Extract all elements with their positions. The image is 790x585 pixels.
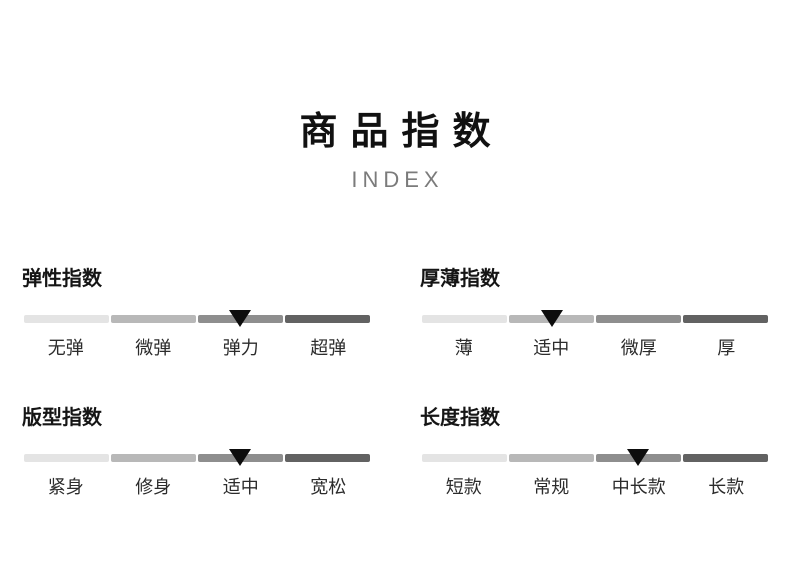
level-label-1: 短款 <box>445 477 482 497</box>
header: 商品指数 INDEX <box>0 0 790 192</box>
level-label-2: 适中 <box>533 338 570 358</box>
level-label-3: 适中 <box>222 477 259 497</box>
level-label-1: 无弹 <box>47 338 84 358</box>
selected-level-triangle-icon <box>229 449 252 466</box>
level-label-1: 紧身 <box>47 477 84 497</box>
page-title: 商品指数 <box>299 111 504 153</box>
level-label-4: 超弹 <box>310 338 347 358</box>
selected-level-triangle-icon <box>540 310 563 327</box>
level-labels: 紧身 修身 适中 宽松 <box>22 476 372 498</box>
index-section: 长度指数 短款 常规 中长款 长款 <box>420 407 770 498</box>
level-label-4: 厚 <box>717 338 736 358</box>
index-section: 版型指数 紧身 修身 适中 宽松 <box>22 407 372 498</box>
index-section-title: 厚薄指数 <box>420 268 500 290</box>
bar-segment-2 <box>111 454 196 462</box>
level-labels: 无弹 微弹 弹力 超弹 <box>22 337 372 359</box>
bar-segment-1 <box>422 315 507 323</box>
index-grid: 弹性指数 无弹 微弹 弹力 超弹 厚薄指数 薄 适中 微厚 厚 <box>0 268 790 498</box>
level-label-2: 微弹 <box>135 338 172 358</box>
bar-segment-1 <box>422 454 507 462</box>
level-label-2: 常规 <box>533 477 570 497</box>
bar-segment-4 <box>683 454 768 462</box>
selected-level-triangle-icon <box>229 310 252 327</box>
level-label-4: 宽松 <box>310 477 347 497</box>
index-section: 厚薄指数 薄 适中 微厚 厚 <box>420 268 770 359</box>
index-level-bar <box>24 449 370 466</box>
index-level-bar <box>422 449 768 466</box>
bar-segment-2 <box>509 454 594 462</box>
level-label-3: 微厚 <box>620 338 657 358</box>
page-subtitle: INDEX <box>351 167 444 192</box>
level-labels: 薄 适中 微厚 厚 <box>420 337 770 359</box>
bar-segment-4 <box>683 315 768 323</box>
level-label-3: 中长款 <box>611 477 666 497</box>
bar-segment-4 <box>285 315 370 323</box>
bar-segment-1 <box>24 315 109 323</box>
bar-segment-2 <box>111 315 196 323</box>
selected-level-triangle-icon <box>627 449 650 466</box>
level-label-4: 长款 <box>708 477 745 497</box>
bar-segment-4 <box>285 454 370 462</box>
level-label-1: 薄 <box>454 338 473 358</box>
index-level-bar <box>422 310 768 327</box>
index-section-title: 长度指数 <box>420 407 500 429</box>
level-label-3: 弹力 <box>222 338 259 358</box>
level-label-2: 修身 <box>135 477 172 497</box>
bar-segment-1 <box>24 454 109 462</box>
index-level-bar <box>24 310 370 327</box>
index-section-title: 弹性指数 <box>22 268 102 290</box>
bar-segment-3 <box>596 315 681 323</box>
index-section: 弹性指数 无弹 微弹 弹力 超弹 <box>22 268 372 359</box>
level-labels: 短款 常规 中长款 长款 <box>420 476 770 498</box>
index-section-title: 版型指数 <box>22 407 102 429</box>
